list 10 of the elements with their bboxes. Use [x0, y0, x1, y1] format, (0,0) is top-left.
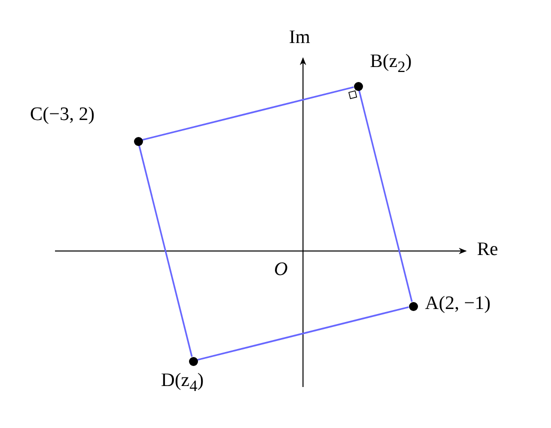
square-side	[197, 306, 409, 361]
square-side	[142, 86, 354, 141]
square-side	[358, 90, 413, 302]
point-label: A(2, −1)	[425, 294, 491, 314]
axis-label: Im	[289, 28, 310, 48]
point-label: D(z$_{4}$)	[161, 371, 204, 397]
point-label: B(z$_{2}$)	[370, 52, 412, 78]
axis-label: Re	[477, 240, 498, 260]
point-label: C(−3, 2)	[30, 105, 95, 125]
origin-label: O	[274, 260, 288, 280]
